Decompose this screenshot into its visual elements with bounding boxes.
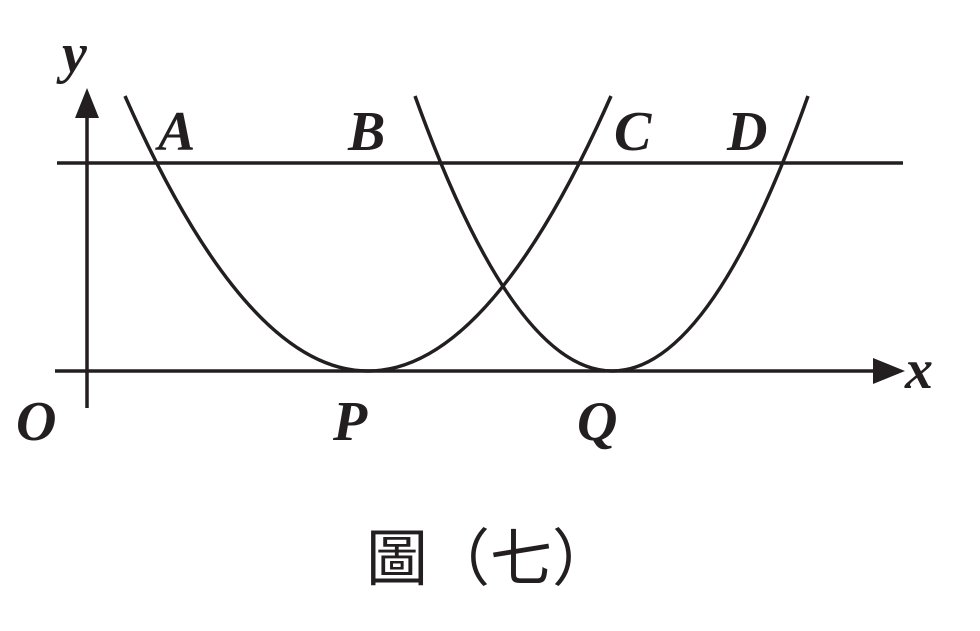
x-axis-arrow-icon (873, 358, 905, 384)
point-p-label: P (332, 391, 368, 453)
point-d-label: D (726, 101, 767, 163)
y-axis-arrow-icon (75, 88, 99, 118)
origin-label: O (16, 391, 56, 453)
y-axis-label: y (56, 23, 88, 85)
parabola-q (413, 95, 810, 373)
point-q-label: Q (577, 391, 617, 453)
parabola-p (123, 95, 613, 373)
point-c-label: C (614, 101, 652, 163)
point-b-label: B (347, 101, 385, 163)
figure-caption: 圖（七） (366, 522, 614, 595)
point-a-label: A (155, 101, 195, 163)
x-axis-label: x (904, 339, 933, 401)
